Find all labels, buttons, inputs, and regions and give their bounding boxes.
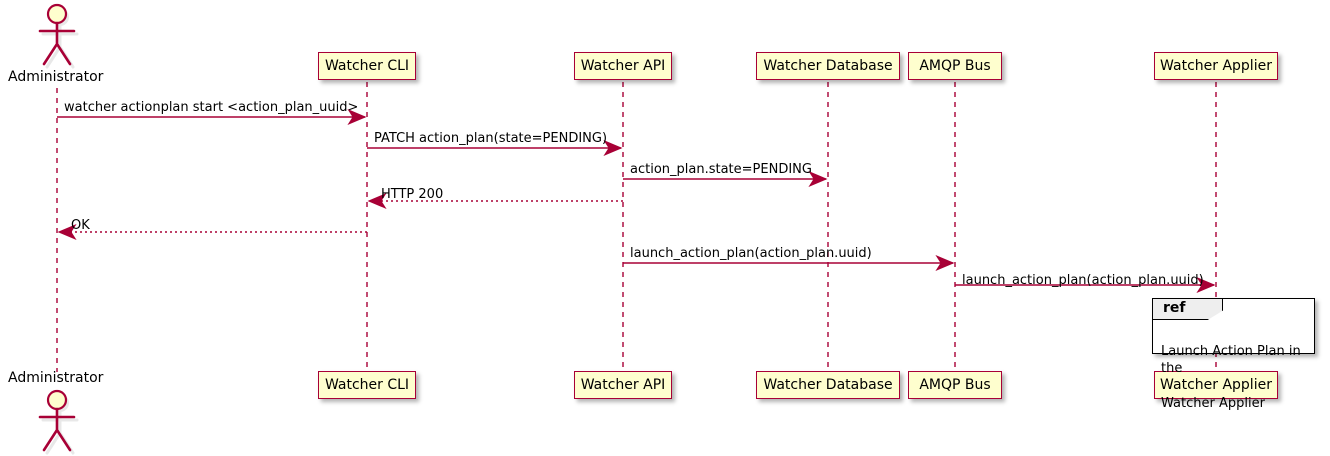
message-arrows: [57, 109, 1216, 293]
message-label-1: watcher actionplan start <action_plan_uu…: [64, 100, 359, 115]
ref-fragment-tab-label: ref: [1153, 299, 1223, 320]
participant-label: Watcher API: [580, 58, 666, 74]
participant-box-amqp-bus-top[interactable]: AMQP Bus: [908, 52, 1002, 80]
message-label-5: OK: [71, 218, 90, 233]
message-label-7: launch_action_plan(action_plan.uuid): [962, 273, 1204, 288]
ref-fragment-text-line-1: Launch Action Plan in the: [1161, 343, 1301, 377]
actor-label-administrator-bottom: Administrator: [8, 370, 104, 386]
participant-label: AMQP Bus: [919, 377, 991, 393]
participant-label: Watcher Applier: [1160, 377, 1272, 393]
actor-label-administrator-top: Administrator: [8, 69, 104, 85]
participant-label: Watcher CLI: [324, 58, 410, 74]
ref-fragment[interactable]: ref Launch Action Plan in the Watcher Ap…: [1152, 298, 1315, 411]
participant-box-watcher-applier-bottom[interactable]: Watcher Applier: [1154, 371, 1278, 399]
participant-label: Watcher CLI: [324, 377, 410, 393]
actor-administrator-bottom: [38, 389, 79, 455]
participant-box-watcher-api-top[interactable]: Watcher API: [574, 52, 672, 80]
message-label-4: HTTP 200: [381, 187, 444, 202]
participant-box-watcher-api-bottom[interactable]: Watcher API: [574, 371, 672, 399]
message-label-2: PATCH action_plan(state=PENDING): [374, 131, 608, 146]
participant-box-watcher-cli-top[interactable]: Watcher CLI: [318, 52, 416, 80]
participant-box-watcher-applier-top[interactable]: Watcher Applier: [1154, 52, 1278, 80]
message-label-6: launch_action_plan(action_plan.uuid): [630, 246, 872, 261]
participant-box-amqp-bus-bottom[interactable]: AMQP Bus: [908, 371, 1002, 399]
participant-label: AMQP Bus: [919, 58, 991, 74]
ref-fragment-text: Launch Action Plan in the Watcher Applie…: [1161, 325, 1314, 413]
actor-administrator-top: [38, 3, 79, 69]
participant-label: Watcher Database: [763, 377, 893, 393]
participant-box-watcher-database-top[interactable]: Watcher Database: [756, 52, 900, 80]
participant-label: Watcher Applier: [1160, 58, 1272, 74]
ref-fragment-text-line-2: Watcher Applier: [1161, 396, 1265, 412]
participant-box-watcher-database-bottom[interactable]: Watcher Database: [756, 371, 900, 399]
participant-label: Watcher Database: [763, 58, 893, 74]
participant-label: Watcher API: [580, 377, 666, 393]
lifelines: [56, 82, 1217, 372]
message-label-3: action_plan.state=PENDING: [630, 162, 812, 177]
participant-box-watcher-cli-bottom[interactable]: Watcher CLI: [318, 371, 416, 399]
